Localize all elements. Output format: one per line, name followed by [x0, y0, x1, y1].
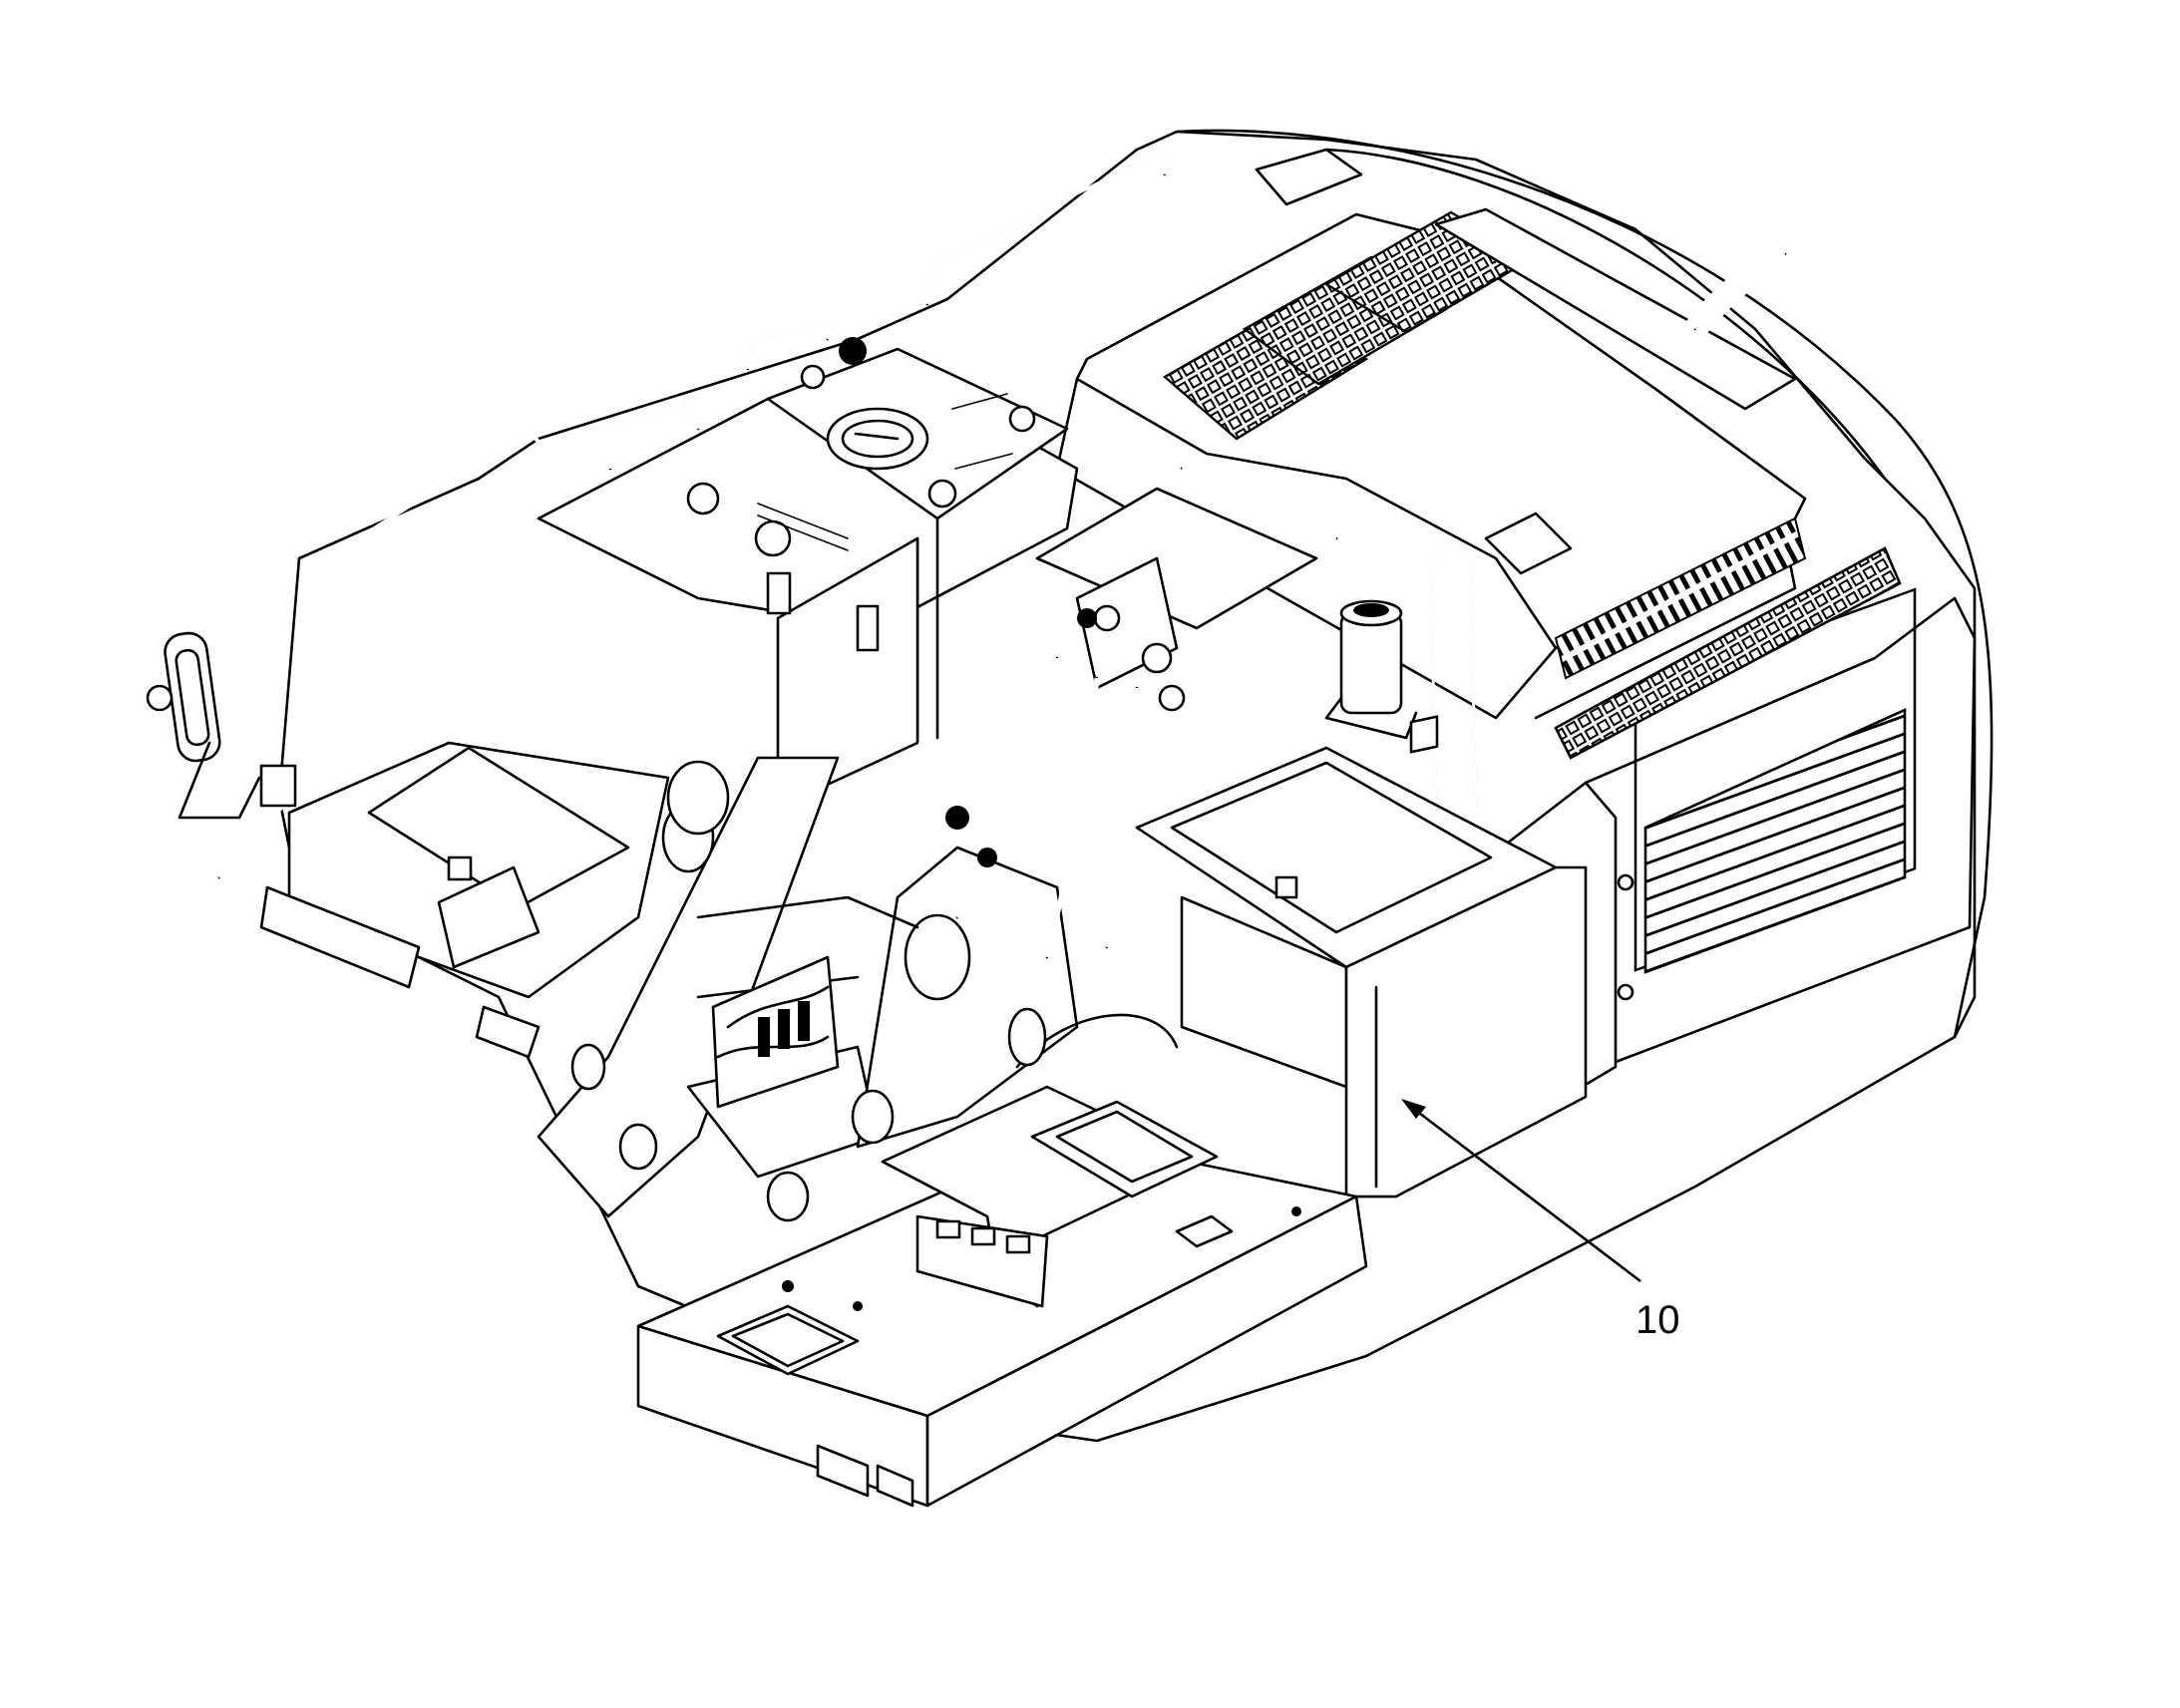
engine-hood: [1055, 210, 1807, 720]
hydraulic-valve-area: [945, 487, 1318, 959]
callout-arrowhead: [1401, 1099, 1426, 1119]
exhaust-area: [1255, 148, 1797, 411]
right-storage-box: [1135, 715, 1588, 1198]
callout-leader-line: [1410, 1105, 1641, 1283]
side-grille: [1643, 707, 1907, 974]
filter-canister: [1324, 599, 1418, 740]
front-deck: [636, 1085, 1368, 1508]
handrails: [608, 142, 1478, 840]
hood-vent-slots: [1554, 516, 1807, 680]
callout-label-10: 10: [1635, 1298, 1680, 1342]
counterweight-mesh: [1554, 546, 1902, 760]
tank-deck: [537, 337, 1079, 810]
boom-foot-frame: [537, 756, 1179, 1222]
wire-harness: [711, 955, 840, 1109]
engine-side-body: [1344, 546, 1977, 1198]
callout-10: [1401, 1099, 1641, 1283]
cab-side: [146, 426, 546, 889]
left-storage-box: [259, 741, 670, 1059]
